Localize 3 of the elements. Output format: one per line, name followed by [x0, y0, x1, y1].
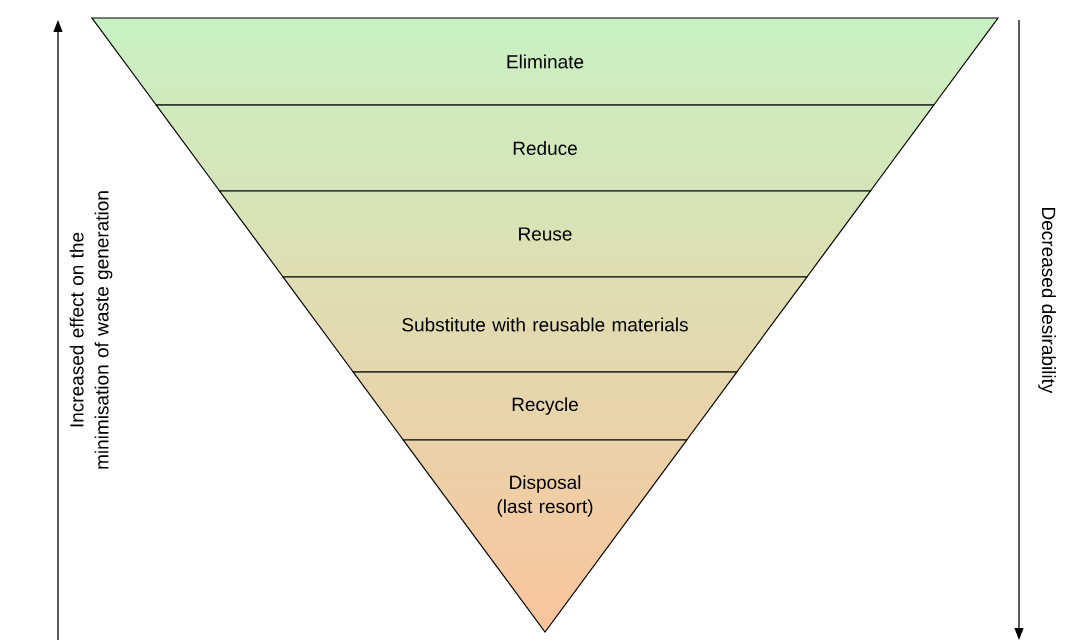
- band: Reduce: [155, 104, 935, 192]
- axis-label: Decreased desirability: [1038, 208, 1056, 394]
- axis-label: Increased effect on the minimisation of waste generation: [69, 191, 113, 469]
